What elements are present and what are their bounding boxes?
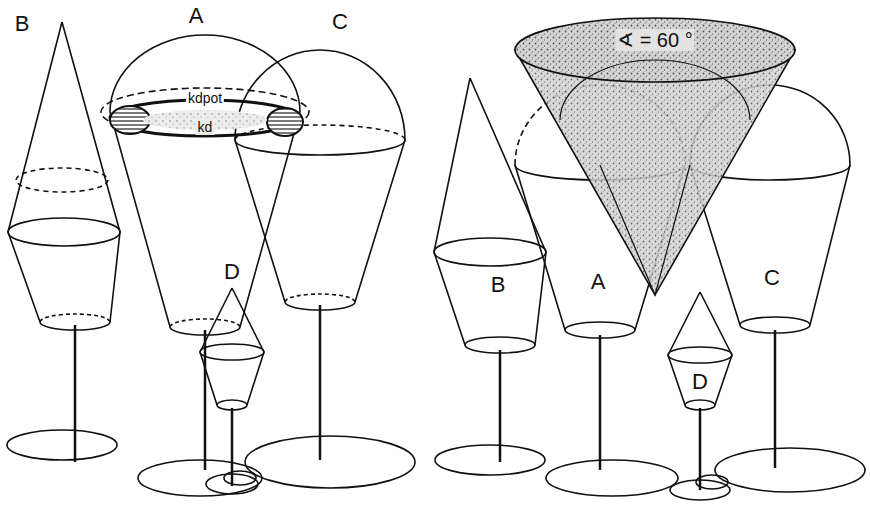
tree-letter: C: [330, 10, 350, 34]
tree-letter: B: [13, 12, 32, 36]
angle-label: ∢ = 60 °: [615, 29, 694, 51]
tree-letter: A: [589, 270, 608, 294]
tree-letter: A: [187, 4, 206, 28]
left-panel: [7, 22, 415, 496]
tree-letter: C: [762, 266, 782, 290]
right-panel: [434, 18, 865, 500]
crown-label: kd: [196, 119, 215, 135]
tree-letter: D: [690, 370, 710, 394]
crown-label: kdpot: [186, 90, 224, 106]
tree-letter: D: [222, 260, 242, 284]
tree-letter: B: [489, 273, 508, 297]
